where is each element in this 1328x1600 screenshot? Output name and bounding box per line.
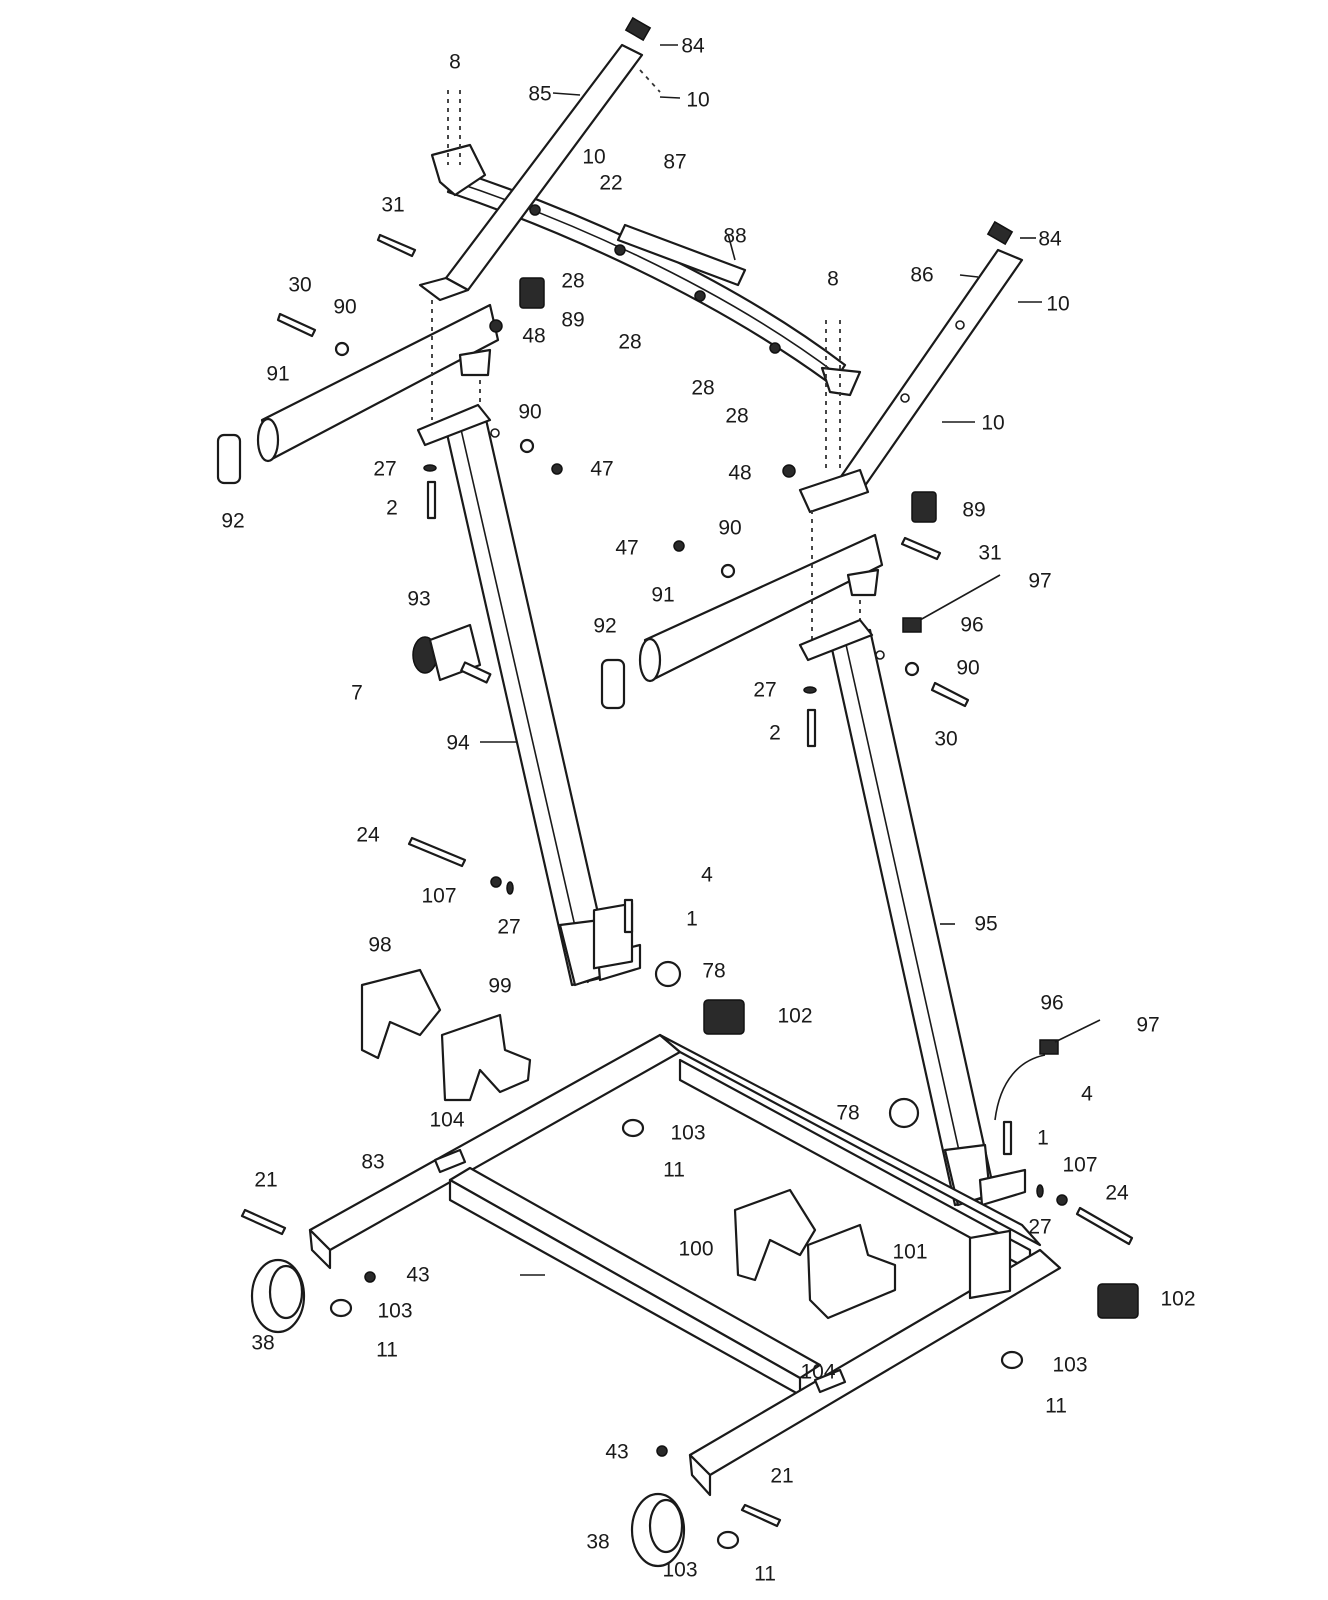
wheel-38-right xyxy=(630,1492,686,1568)
callout-8: 8 xyxy=(449,50,461,74)
callout-11: 11 xyxy=(663,1158,685,1182)
callout-97: 97 xyxy=(1028,569,1052,593)
callout-89: 89 xyxy=(962,498,986,522)
callout-85: 85 xyxy=(528,82,552,106)
wheel-38-left xyxy=(250,1258,306,1334)
callout-104: 104 xyxy=(429,1108,465,1132)
callout-21: 21 xyxy=(254,1168,278,1192)
callout-22: 22 xyxy=(599,171,623,195)
callout-83: 83 xyxy=(361,1150,385,1174)
callout-90: 90 xyxy=(956,656,980,680)
callout-99: 99 xyxy=(488,974,512,998)
callout-10: 10 xyxy=(981,411,1005,435)
callout-10: 10 xyxy=(582,145,606,169)
crossbar-88 xyxy=(430,143,862,397)
callout-24: 24 xyxy=(356,823,380,847)
callout-103: 103 xyxy=(662,1558,698,1582)
callout-2: 2 xyxy=(769,721,781,745)
callout-2: 2 xyxy=(386,496,398,520)
callout-100: 100 xyxy=(678,1237,714,1261)
arm-91-right xyxy=(600,510,884,710)
callout-95: 95 xyxy=(974,912,998,936)
callout-28: 28 xyxy=(618,330,642,354)
hardware xyxy=(240,233,1139,1550)
callout-96: 96 xyxy=(960,613,984,637)
callout-28: 28 xyxy=(691,376,715,400)
bracket-98 xyxy=(360,968,442,1060)
callout-27: 27 xyxy=(753,678,777,702)
callout-78: 78 xyxy=(702,959,726,983)
callout-11: 11 xyxy=(754,1562,776,1586)
callout-27: 27 xyxy=(497,915,521,939)
callout-91: 91 xyxy=(266,362,290,386)
callout-1: 1 xyxy=(686,907,698,931)
callout-10: 10 xyxy=(1046,292,1070,316)
callout-92: 92 xyxy=(593,614,617,638)
callout-103: 103 xyxy=(670,1121,706,1145)
callout-28: 28 xyxy=(561,269,585,293)
callout-47: 47 xyxy=(590,457,614,481)
callout-89: 89 xyxy=(561,308,585,332)
handrail-85 xyxy=(418,16,661,302)
callout-43: 43 xyxy=(406,1263,430,1287)
callout-27: 27 xyxy=(373,457,397,481)
callout-101: 101 xyxy=(892,1240,928,1264)
callout-93: 93 xyxy=(407,587,431,611)
handrail-86 xyxy=(798,220,1024,514)
callout-103: 103 xyxy=(377,1299,413,1323)
callout-107: 107 xyxy=(1062,1153,1098,1177)
callout-97: 97 xyxy=(1136,1013,1160,1037)
callout-24: 24 xyxy=(1105,1181,1129,1205)
callout-4: 4 xyxy=(1081,1082,1093,1106)
callout-11: 11 xyxy=(376,1338,398,1362)
callout-38: 38 xyxy=(251,1331,275,1355)
callout-98: 98 xyxy=(368,933,392,957)
callout-90: 90 xyxy=(518,400,542,424)
bracket-101 xyxy=(806,1223,897,1320)
callout-43: 43 xyxy=(605,1440,629,1464)
callout-48: 48 xyxy=(728,461,752,485)
callout-28: 28 xyxy=(725,404,749,428)
callout-48: 48 xyxy=(522,324,546,348)
arm-91-left xyxy=(216,300,500,485)
callout-91: 91 xyxy=(651,583,675,607)
callout-11: 11 xyxy=(1045,1394,1067,1418)
callout-47: 47 xyxy=(615,536,639,560)
callout-103: 103 xyxy=(1052,1353,1088,1377)
callout-94: 94 xyxy=(446,731,470,755)
callout-102: 102 xyxy=(777,1004,813,1028)
callout-1: 1 xyxy=(1037,1126,1049,1150)
callout-10: 10 xyxy=(686,88,710,112)
callout-8: 8 xyxy=(827,267,839,291)
base-frame-83 xyxy=(308,902,1062,1497)
callout-87: 87 xyxy=(663,150,687,174)
callout-90: 90 xyxy=(718,516,742,540)
callout-88: 88 xyxy=(723,224,747,248)
callout-30: 30 xyxy=(934,727,958,751)
callout-31: 31 xyxy=(978,541,1002,565)
callout-21: 21 xyxy=(770,1464,794,1488)
upright-95 xyxy=(798,618,1027,1207)
callout-96: 96 xyxy=(1040,991,1064,1015)
callout-84: 84 xyxy=(681,34,705,58)
callout-107: 107 xyxy=(421,884,457,908)
callout-78: 78 xyxy=(836,1101,860,1125)
callout-7: 7 xyxy=(351,681,363,705)
callout-104: 104 xyxy=(800,1360,836,1384)
callout-84: 84 xyxy=(1038,227,1062,251)
callout-27: 27 xyxy=(1028,1215,1052,1239)
roller-93 xyxy=(412,623,492,684)
callout-31: 31 xyxy=(381,193,405,217)
callout-90: 90 xyxy=(333,295,357,319)
callout-4: 4 xyxy=(701,863,713,887)
bracket-100 xyxy=(733,1188,817,1282)
callout-30: 30 xyxy=(288,273,312,297)
leader-lines xyxy=(480,44,1042,1276)
callout-102: 102 xyxy=(1160,1287,1196,1311)
callout-92: 92 xyxy=(221,509,245,533)
bracket-99 xyxy=(440,1013,532,1102)
callout-38: 38 xyxy=(586,1530,610,1554)
callout-86: 86 xyxy=(910,263,934,287)
